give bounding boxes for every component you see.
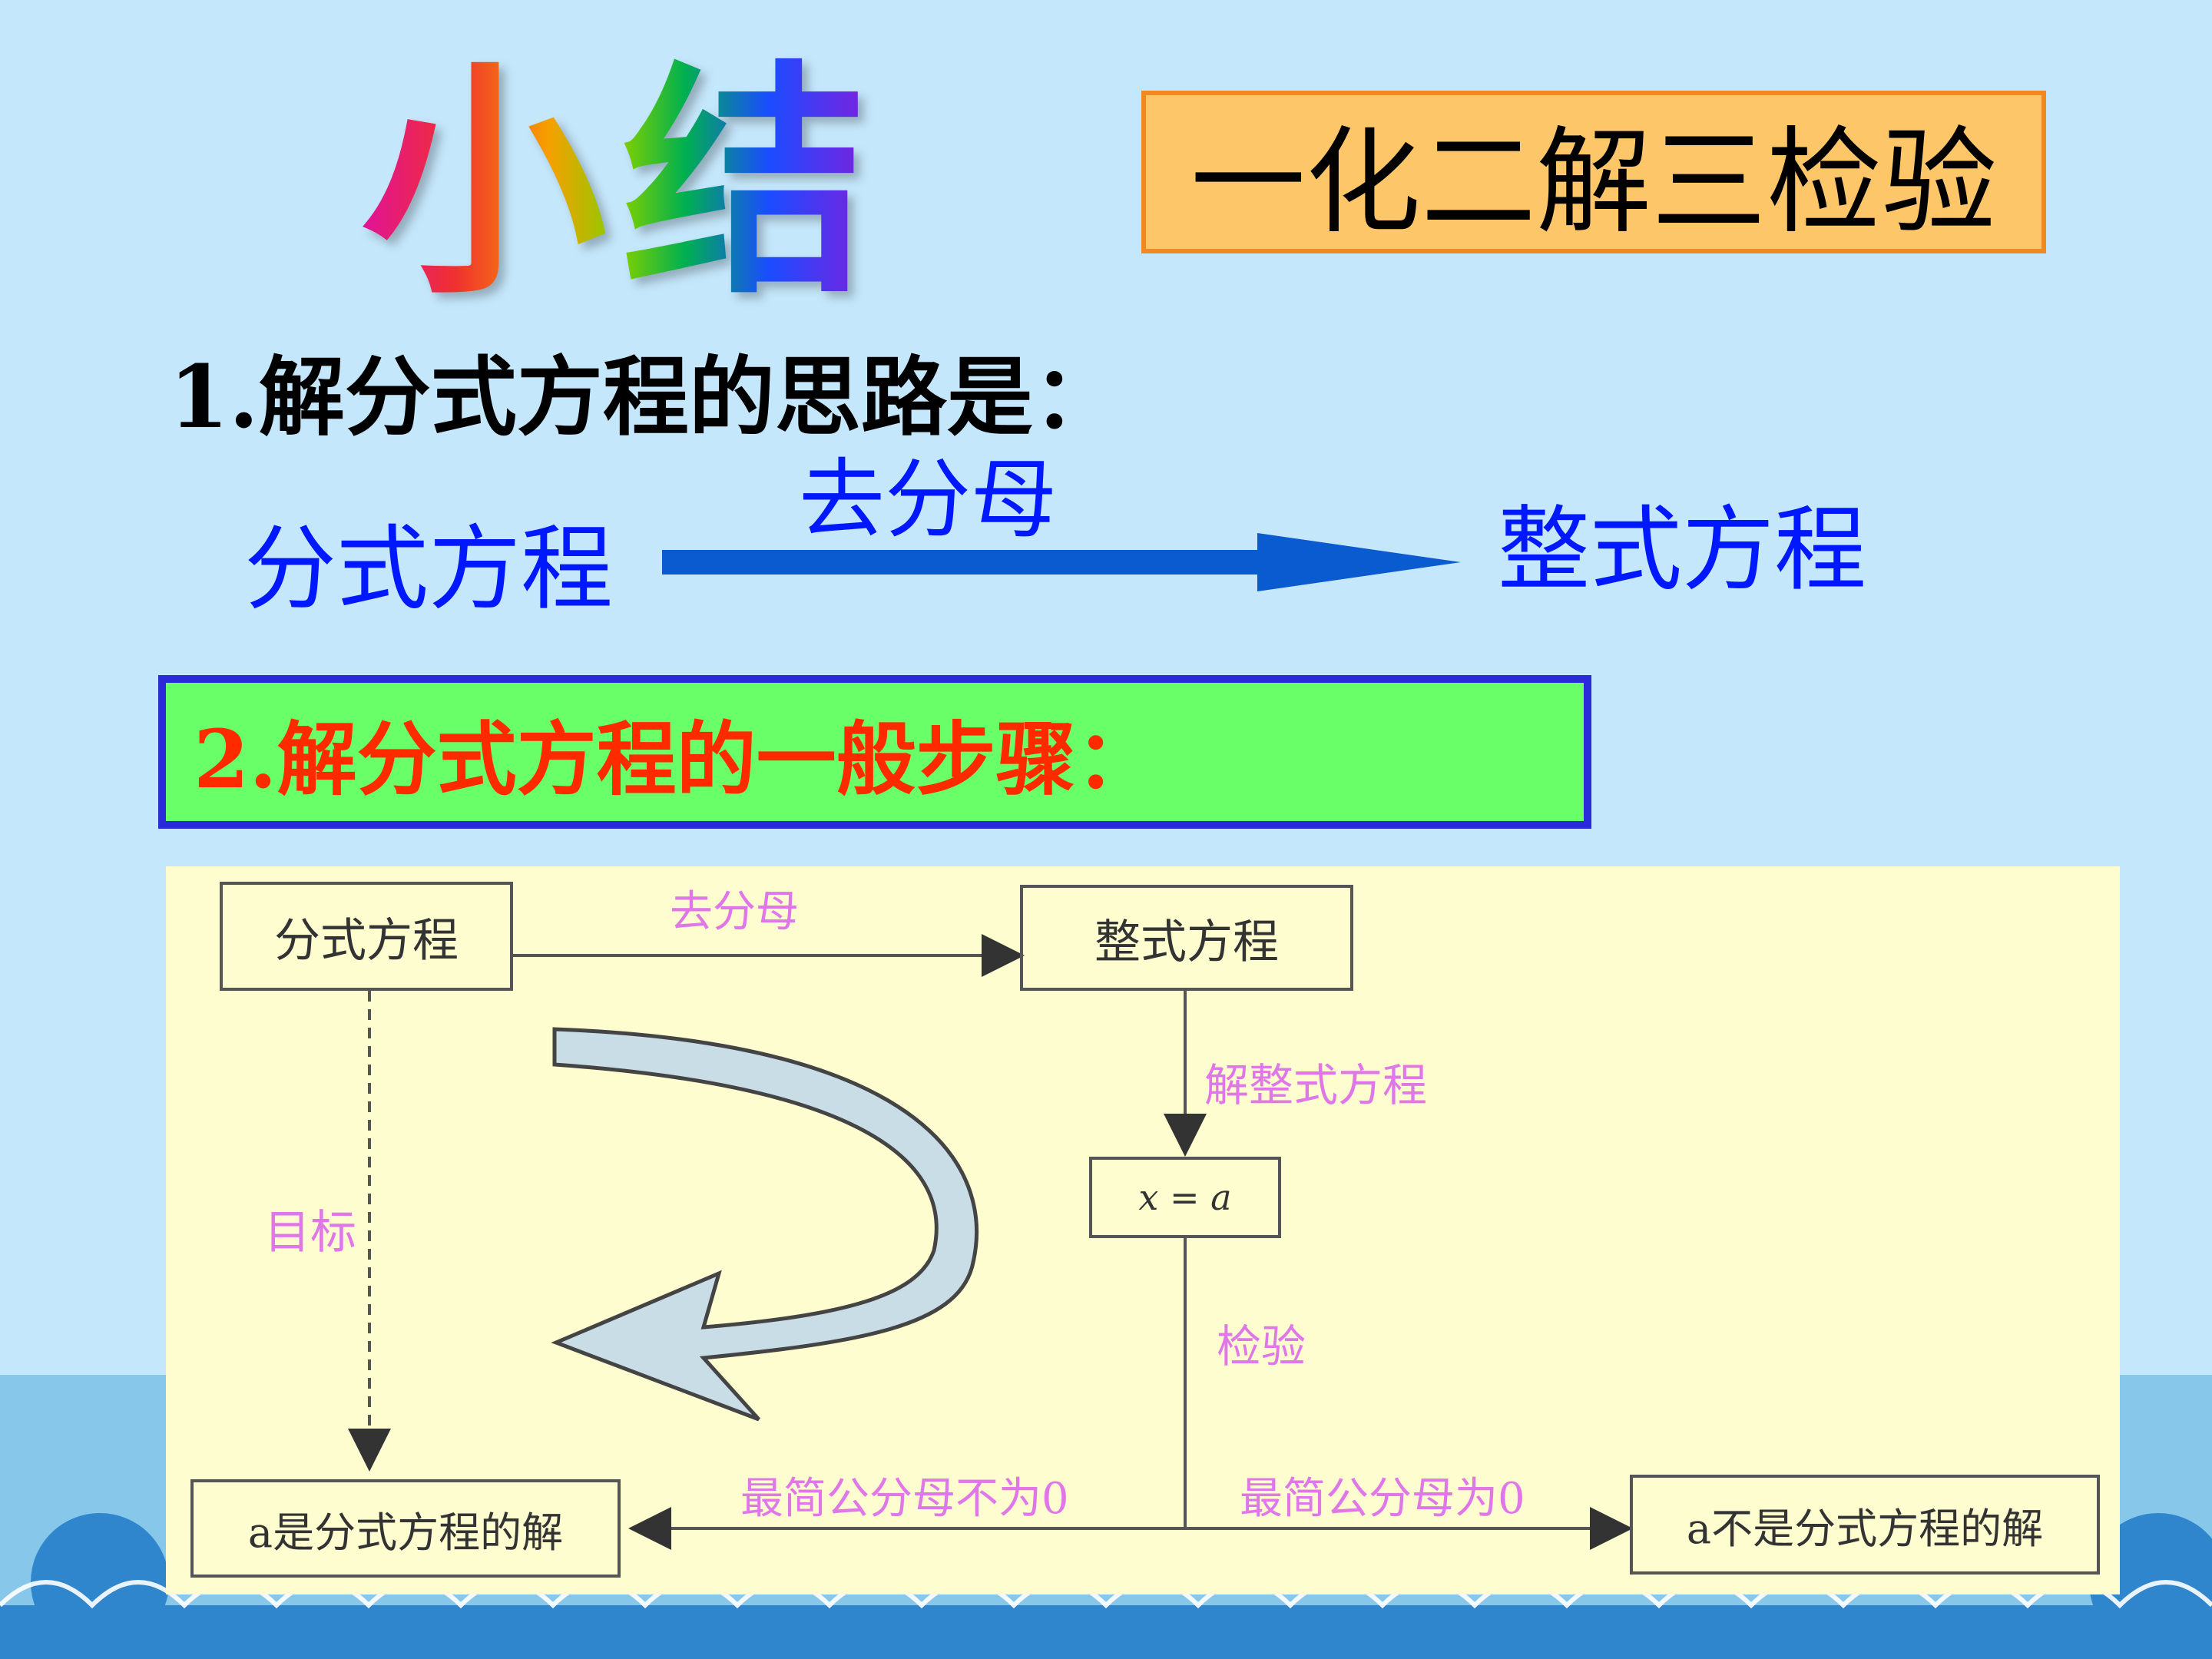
remove-denominator-label: 去分母 [799,450,1057,550]
box-x-equals-a: x = a [1089,1157,1281,1238]
label-denominator-nonzero: 最简公分母不为0 [740,1474,1069,1524]
box-fractional-label: 分式方程 [274,913,459,968]
box-solution-label: x = a [1138,1177,1232,1218]
section2-heading: 2.解分式方程的一般步骤： [194,711,1156,806]
box-integral-label: 整式方程 [1094,915,1279,969]
motto-text: 一化二解三检验 [1190,115,1997,250]
curved-arrow-icon [551,1027,979,1422]
right-arrow-icon [662,533,1461,591]
steps-heading-box: 2.解分式方程的一般步骤： [158,675,1591,829]
wave-decoration [0,1513,2212,1659]
flowchart-connectors [348,934,1633,1550]
section1-heading: 1.解分式方程的思路是： [169,347,1119,448]
box-fractional-equation: 分式方程 [220,882,513,991]
box-not-solution: a不是分式方程的解 [1630,1475,2100,1575]
label-denominator-zero: 最简公分母为0 [1240,1474,1525,1524]
label-solve-integral: 解整式方程 [1204,1059,1428,1111]
label-check: 检验 [1217,1320,1306,1373]
label-remove-denominator: 去分母 [670,887,799,937]
page-title: 小结 [361,41,883,327]
fractional-equation-term: 分式方程 [244,516,613,623]
motto-box: 一化二解三检验 [1141,91,2046,253]
box-is-solution-label: a是分式方程的解 [247,1508,564,1557]
integral-equation-term: 整式方程 [1498,497,1866,604]
label-goal: 目标 [264,1206,356,1260]
box-integral-equation: 整式方程 [1020,885,1353,991]
flowchart-panel: 分式方程 去分母 整式方程 解整式方程 x = a 目标 检验 最简公分母不为0… [166,866,2120,1594]
box-not-solution-label: a不是分式方程的解 [1686,1504,2044,1553]
box-is-solution: a是分式方程的解 [190,1479,621,1578]
